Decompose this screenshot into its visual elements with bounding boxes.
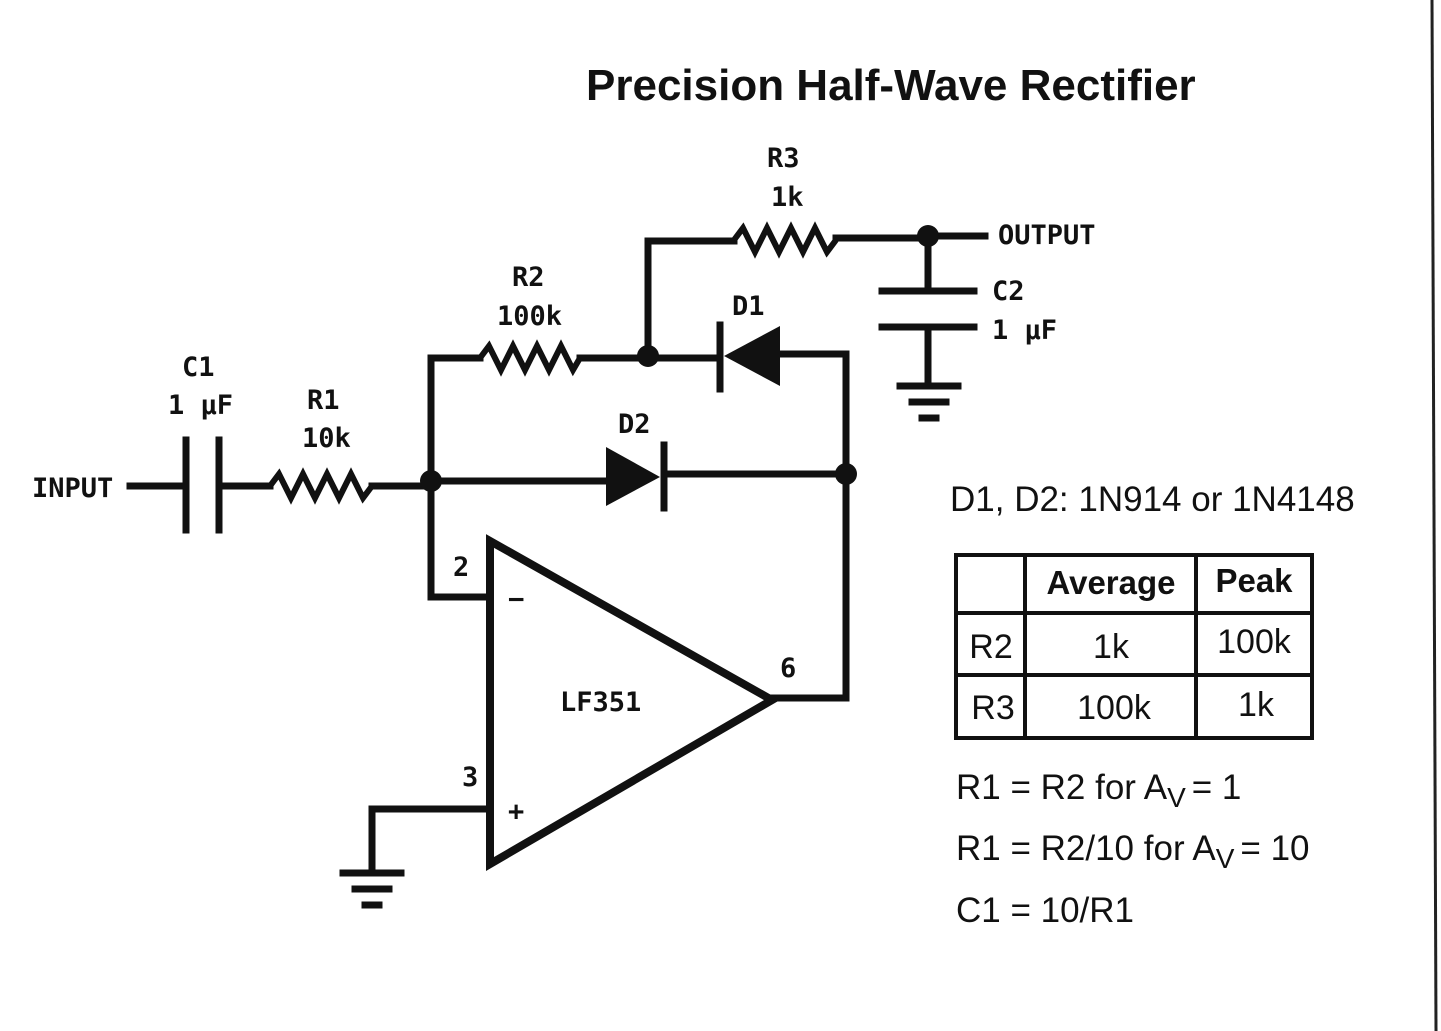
d2-name: D2 [618, 409, 651, 440]
diode-note: D1, D2: 1N914 or 1N4148 [950, 480, 1355, 519]
capacitor-c2 [878, 287, 978, 331]
diagram-title: Precision Half-Wave Rectifier [586, 61, 1196, 110]
diode-d1 [716, 321, 780, 393]
r3-value: 1k [771, 182, 804, 213]
equation-c1: C1 = 10/R1 [956, 891, 1134, 930]
equation-unity-gain: R1 = R2 for AV= 1 [956, 768, 1241, 813]
r2-name: R2 [512, 262, 545, 293]
junction-dot [420, 470, 442, 492]
opamp-name: LF351 [560, 687, 641, 718]
junction-dot [835, 463, 857, 485]
table-cell: 100k [1077, 689, 1152, 727]
resistor-r1 [267, 467, 375, 505]
d1-name: D1 [732, 291, 765, 322]
opamp-plus: + [508, 796, 524, 827]
c1-value: 1 μF [168, 390, 233, 421]
table-cell: 1k [1238, 686, 1275, 724]
table-header: Peak [1215, 562, 1293, 599]
table-header: Average [1046, 564, 1175, 601]
r2-value: 100k [497, 301, 562, 332]
opamp-lf351: LF351 − + 2 3 6 [453, 534, 796, 871]
capacitor-c1 [182, 436, 223, 534]
resistor-r2 [477, 339, 583, 377]
output-label: OUTPUT [998, 220, 1096, 251]
table-cell: R2 [969, 628, 1012, 666]
c2-value: 1 μF [992, 315, 1057, 346]
pin-6-label: 6 [780, 653, 796, 684]
opamp-minus: − [508, 584, 524, 615]
ground-c2 [896, 382, 962, 422]
table-border [954, 553, 1314, 740]
input-label: INPUT [32, 473, 113, 504]
pin-3-label: 3 [462, 762, 478, 793]
c2-name: C2 [992, 276, 1025, 307]
d1-triangle [724, 326, 780, 386]
r-values-table: Average Peak R2 1k 100k R3 100k 1k [954, 553, 1314, 740]
equation-gain-ten: R1 = R2/10 for AV= 10 [956, 829, 1310, 874]
ground-opamp [339, 869, 405, 909]
resistor-r3 [731, 221, 839, 259]
table-cell: 100k [1217, 623, 1292, 661]
table-cell: R3 [971, 689, 1014, 727]
c1-name: C1 [182, 352, 215, 383]
diode-d2 [606, 441, 668, 512]
junction-dot [637, 345, 659, 367]
page-edge [1430, 0, 1438, 1031]
r1-value: 10k [302, 423, 351, 454]
opamp-triangle [486, 534, 781, 871]
table-cell: 1k [1093, 628, 1130, 666]
r1-name: R1 [307, 385, 340, 416]
junction-dot [917, 225, 939, 247]
d2-triangle [606, 447, 660, 506]
junctions [420, 225, 939, 492]
pin-2-label: 2 [453, 552, 469, 583]
r3-name: R3 [767, 143, 800, 174]
